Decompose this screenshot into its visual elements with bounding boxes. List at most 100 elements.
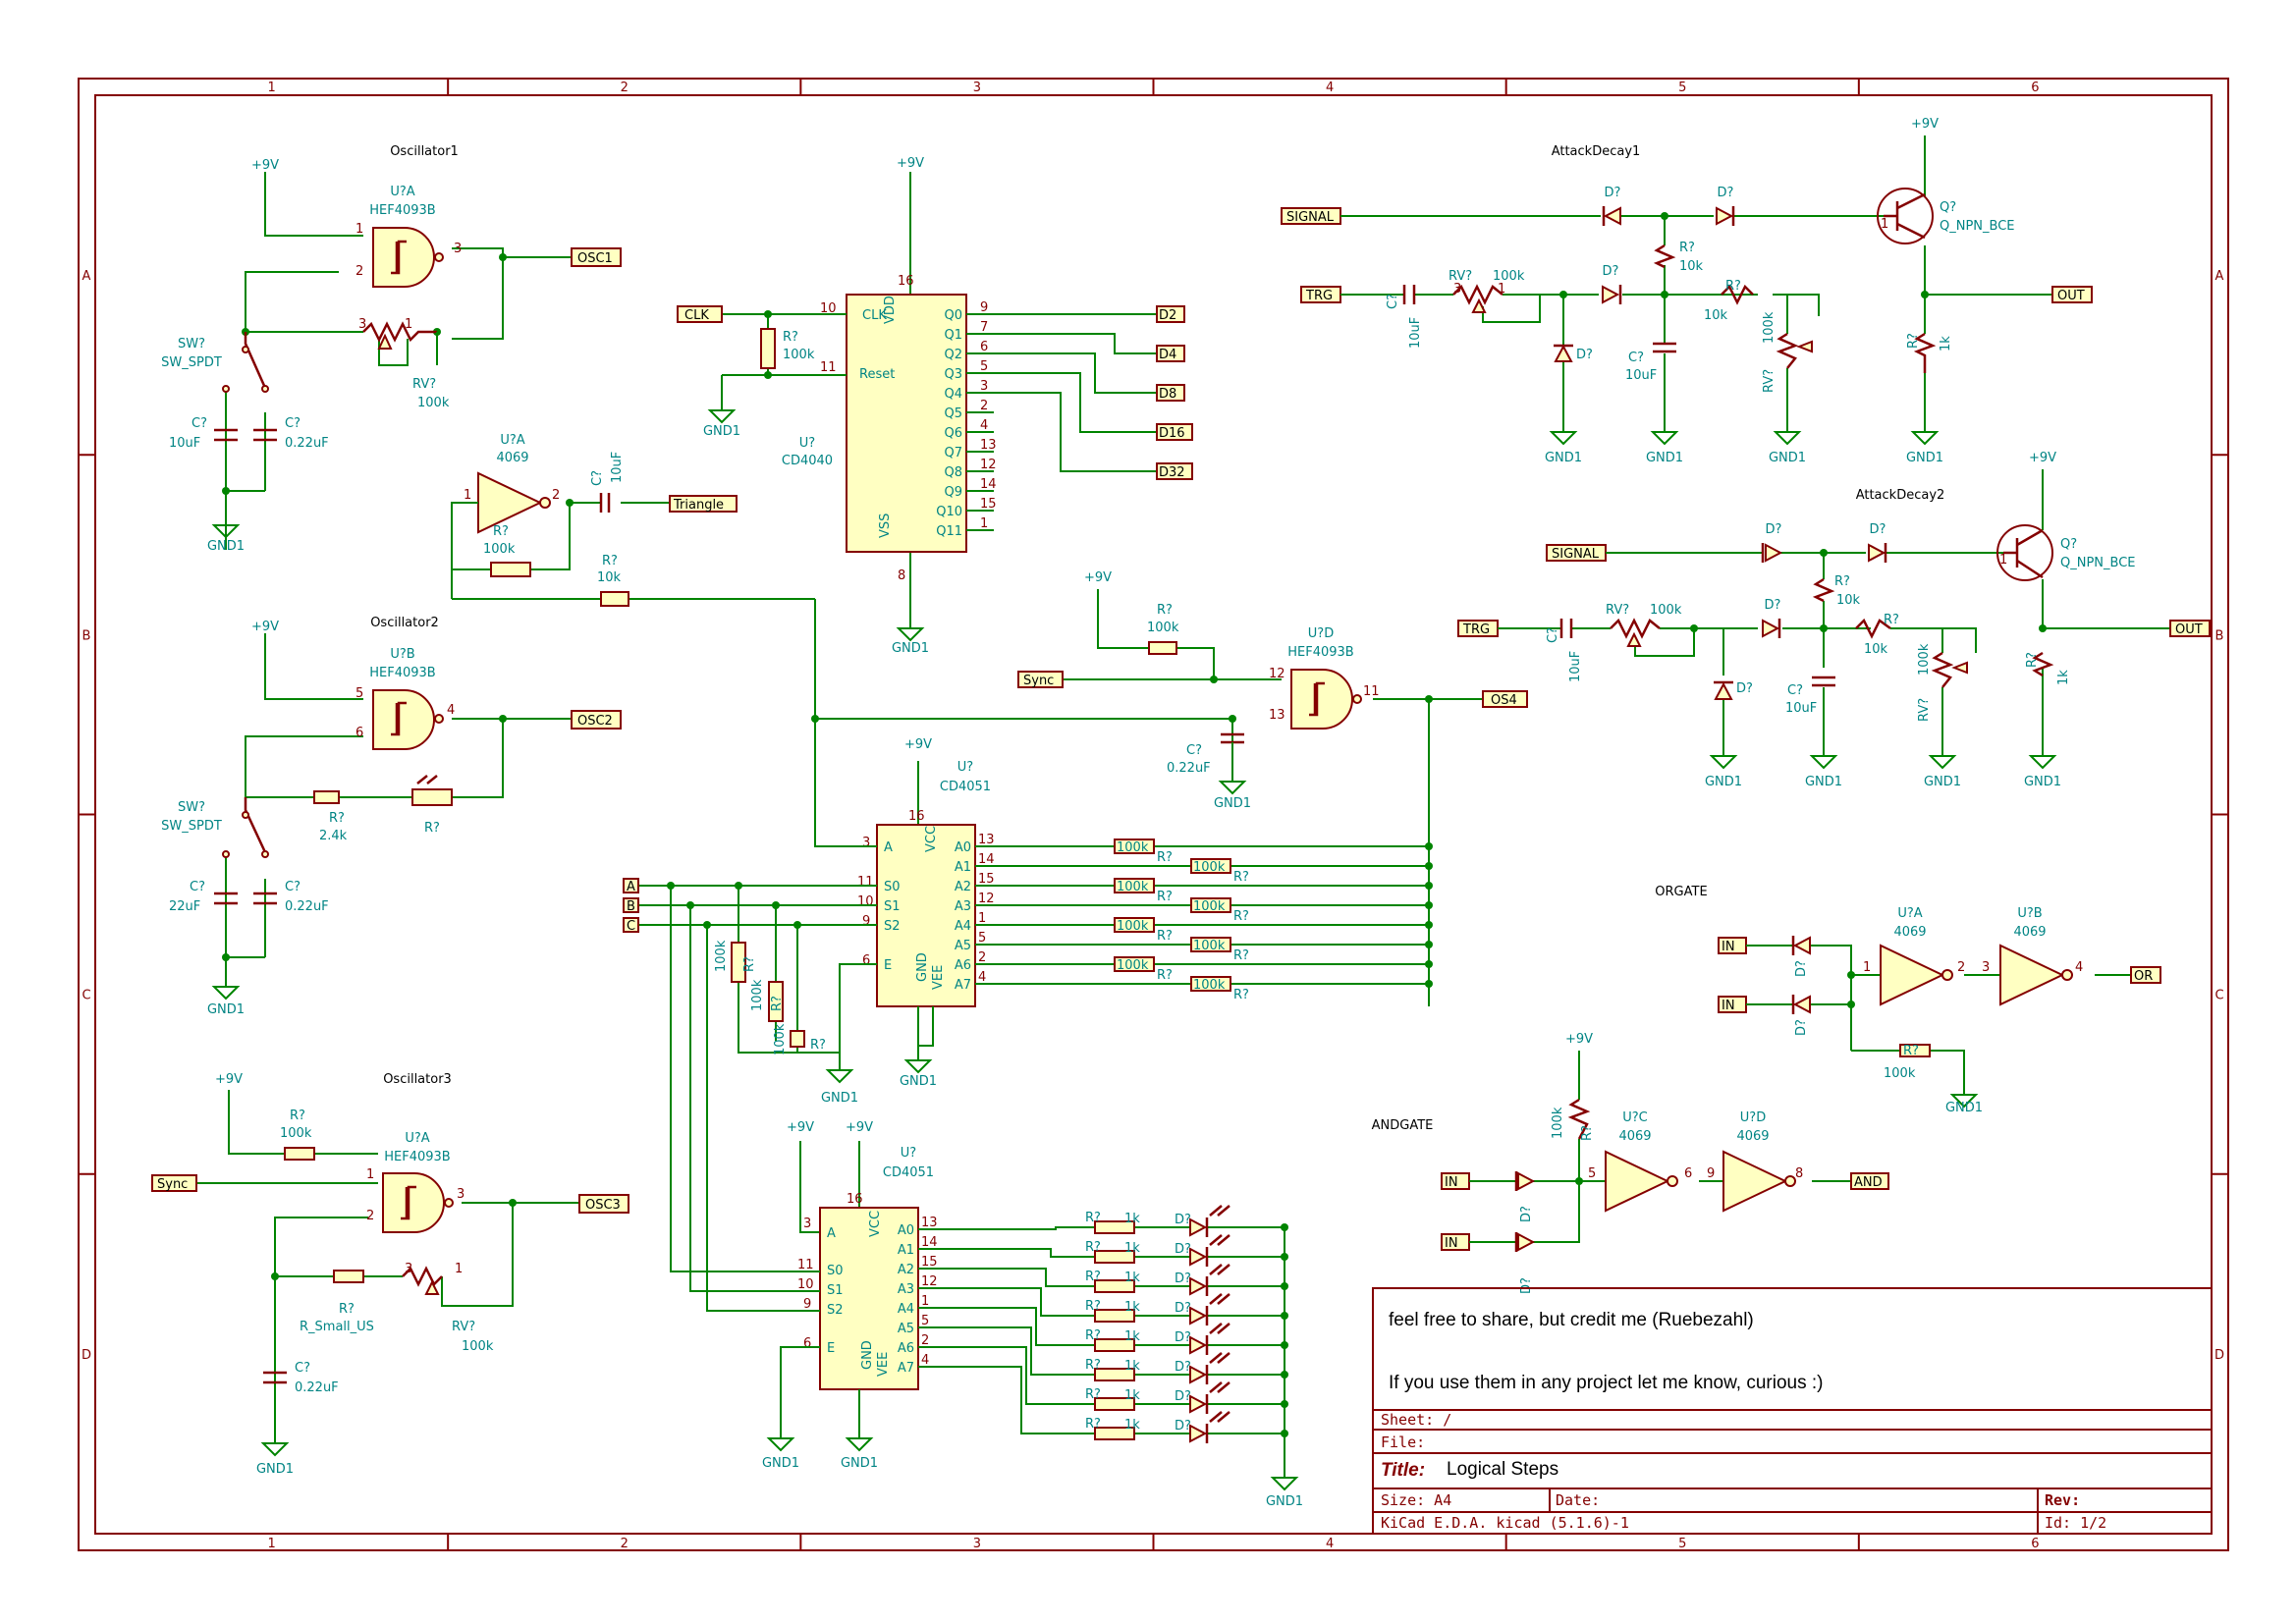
mux-out-label: A2 (898, 1263, 914, 1277)
and-netlabel (1850, 1172, 1889, 1190)
frame-row-label: D (2214, 1348, 2224, 1363)
mux-out-label: A1 (898, 1243, 914, 1258)
sheet-field: Sheet: / (1381, 1411, 1451, 1429)
ladder-resistor-value: 100k (1117, 840, 1149, 855)
cap-ref: C? (1787, 683, 1803, 698)
mux-value: CD4051 (940, 780, 991, 794)
diode-ref: D? (1736, 681, 1753, 696)
cd4040-chip (846, 294, 967, 553)
frame-col-label: 6 (2031, 1537, 2039, 1551)
osc1-netlabel (571, 247, 622, 267)
gnd-label: GND1 (207, 539, 245, 554)
led (1189, 1306, 1208, 1325)
led (1189, 1394, 1208, 1414)
orgate-title: ORGATE (1655, 885, 1707, 899)
mux-value: CD4051 (883, 1165, 934, 1180)
r-value: 100k (1147, 621, 1179, 635)
r10k-value: 10k (597, 570, 622, 585)
inv-value: 4069 (496, 451, 528, 465)
p9v-label: +9V (1565, 1032, 1593, 1047)
resistor (333, 1270, 364, 1283)
d32-netlabel (1156, 462, 1193, 480)
pull-value: 100k (750, 979, 765, 1011)
sync-label: Sync (157, 1177, 188, 1192)
led-resistor-value: 1k (1124, 1271, 1140, 1285)
potentiometer (1452, 284, 1503, 305)
q-pin-number: 13 (980, 438, 997, 453)
nand-schmitt-gate (1290, 669, 1353, 730)
svg-text:10: 10 (797, 1277, 814, 1292)
mux-out-number: 14 (978, 852, 995, 867)
frame-col-label: 4 (1326, 81, 1334, 95)
orgate-block: ORGATE IN IN D? D? U?A 4069 1 2 U?B 4069… (1655, 885, 2161, 1115)
svg-text:2: 2 (552, 488, 560, 503)
led-ref: D? (1175, 1242, 1191, 1257)
d16-netlabel (1156, 423, 1193, 441)
svg-text:4: 4 (2075, 960, 2083, 975)
led (1189, 1365, 1208, 1384)
diode-ref: D? (1576, 348, 1593, 362)
mux-out-number: 2 (921, 1333, 929, 1348)
mux-ref: U? (901, 1146, 916, 1161)
mux-out-label: A0 (898, 1223, 914, 1238)
osc3-netlabel (578, 1194, 629, 1214)
ladder-resistor-ref: R? (1157, 850, 1173, 865)
r-value: 1k (2056, 670, 2071, 685)
gnd-label: GND1 (256, 1462, 294, 1477)
cap-value: 10uF (1785, 701, 1817, 716)
gnd-label: GND1 (821, 1091, 858, 1106)
svg-text:1: 1 (455, 1262, 463, 1276)
pot-value: 100k (1650, 603, 1682, 618)
frame-col-label: 2 (621, 81, 629, 95)
e-pin: E (827, 1341, 835, 1356)
diode-ref: D? (1765, 598, 1781, 613)
osc1-label: OSC1 (577, 251, 613, 266)
ladder-resistor (1190, 897, 1231, 913)
d32-label: D32 (1159, 465, 1185, 480)
diode-ref: D? (1718, 186, 1734, 200)
a-label: A (627, 880, 635, 894)
in-label: IN (1722, 940, 1735, 954)
sync-label: Sync (1023, 674, 1054, 688)
resistor (1899, 1044, 1931, 1057)
r-ref: R? (1157, 603, 1173, 618)
gnd-label: GND1 (1545, 451, 1582, 465)
d2-label: D2 (1159, 308, 1176, 323)
cap2-ref: C? (285, 416, 301, 431)
mux-ref: U? (957, 760, 973, 775)
led-resistor-ref: R? (1085, 1211, 1101, 1225)
q-pin-number: 1 (980, 516, 988, 531)
clk-netlabel (677, 305, 723, 323)
in-label: IN (1722, 999, 1735, 1013)
r10k-ref: R? (602, 554, 618, 568)
oscillator1-block: Oscillator1 +9V U?A HEF4093B 1 2 3 3 1 R… (161, 144, 622, 554)
gnd-label: GND1 (1769, 451, 1806, 465)
frame-row-label: C (82, 989, 90, 1003)
tricap-value: 10uF (610, 452, 625, 483)
vcc-pin: VCC (868, 1211, 883, 1237)
diode (1602, 285, 1620, 304)
q-pin-number: 3 (980, 379, 988, 394)
svg-text:16: 16 (908, 809, 925, 824)
cap-value: 10uF (169, 436, 200, 451)
ladder-resistor (1114, 878, 1155, 893)
and-label: AND (1854, 1175, 1883, 1190)
q-pin-label: Q6 (944, 426, 962, 441)
potentiometer (1776, 332, 1799, 369)
andgate-block: ANDGATE +9V IN IN 100k R? D? D? U?C 4069… (1372, 1032, 1889, 1294)
vss-pin: VSS (878, 514, 893, 538)
vcc-pin: VCC (924, 826, 939, 852)
fb-value: 100k (483, 542, 516, 557)
nand-schmitt-gate (382, 1172, 445, 1233)
inv-ref: U?D (1740, 1110, 1766, 1125)
mux-out-label: A4 (898, 1302, 914, 1317)
mux-out-label: A2 (955, 880, 971, 894)
out-netlabel (2051, 286, 2093, 303)
pot-value: 100k (1493, 269, 1525, 284)
q-pin-label: Q1 (944, 328, 962, 343)
diode (1517, 1171, 1536, 1191)
gate-ref: U?B (390, 647, 414, 662)
led-ref: D? (1175, 1330, 1191, 1345)
trg-label: TRG (1462, 622, 1490, 637)
